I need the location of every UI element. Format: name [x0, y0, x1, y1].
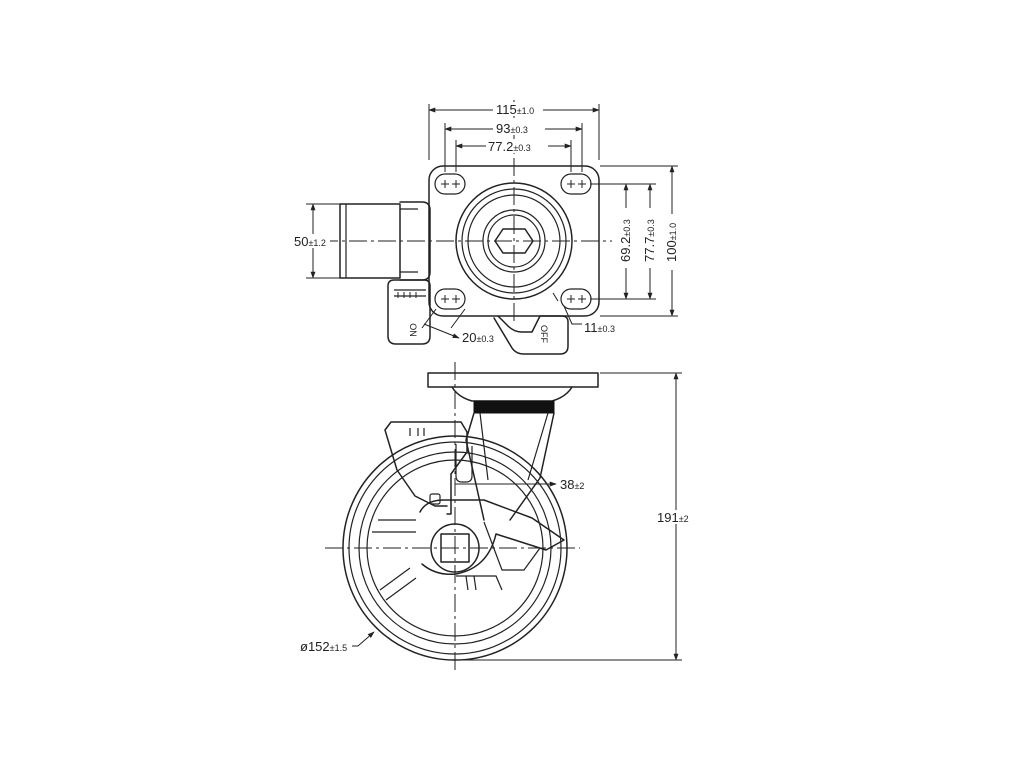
- svg-text:50±1.2: 50±1.2: [294, 234, 326, 249]
- mounting-hole-top-right: [560, 173, 592, 195]
- svg-text:100±1.0: 100±1.0: [664, 223, 679, 262]
- dim-hole-spacing-y-outer: 77.7±0.3: [600, 183, 658, 300]
- side-view: 38±2 191±2 ø152±1.5: [300, 362, 694, 670]
- side-mounting-plate: [427, 372, 599, 388]
- svg-text:191±2: 191±2: [657, 510, 689, 525]
- dim-plate-width: 115±1.0: [428, 102, 600, 160]
- mounting-hole-bottom-left: [434, 288, 466, 310]
- dim-wheel-diameter: ø152±1.5: [300, 631, 375, 654]
- dim-overall-height: 191±2: [455, 372, 694, 661]
- svg-text:77.2±0.3: 77.2±0.3: [488, 139, 531, 154]
- dim-hole-diameter: 11±0.3: [552, 292, 615, 335]
- svg-text:38±2: 38±2: [560, 477, 584, 492]
- swivel-head: [451, 386, 573, 402]
- svg-text:11±0.3: 11±0.3: [584, 320, 615, 335]
- svg-text:93±0.3: 93±0.3: [496, 121, 528, 136]
- svg-text:20±0.3: 20±0.3: [462, 330, 494, 345]
- dim-hole-spacing-x-inner: 77.2±0.3: [455, 139, 572, 172]
- brake-off-label: OFF: [539, 325, 549, 343]
- mounting-hole-bottom-right: [560, 288, 592, 310]
- brake-on-label: ON: [408, 323, 418, 337]
- brake-pedal-on: ON: [387, 279, 431, 345]
- svg-text:ø152±1.5: ø152±1.5: [300, 639, 347, 654]
- top-view: ON OFF 115±1.0 93±0.3: [294, 100, 680, 355]
- svg-text:77.7±0.3: 77.7±0.3: [642, 219, 657, 262]
- svg-text:115±1.0: 115±1.0: [496, 102, 534, 117]
- dim-wheel-width: 38±2: [455, 477, 584, 492]
- dim-hole-spacing-x-outer: 93±0.3: [444, 121, 583, 172]
- swivel-seal: [473, 400, 555, 414]
- dim-slot-length: 20±0.3: [421, 308, 494, 345]
- fork: [465, 412, 555, 521]
- dim-brake-width: 50±1.2: [294, 203, 340, 279]
- svg-text:69.2±0.3: 69.2±0.3: [618, 219, 633, 262]
- dim-plate-depth: 100±1.0: [600, 165, 680, 317]
- brake-lever: [384, 421, 468, 515]
- wheel-spokes: [372, 519, 477, 601]
- mounting-hole-top-left: [434, 173, 466, 195]
- brake-pedal-off: OFF: [493, 315, 569, 355]
